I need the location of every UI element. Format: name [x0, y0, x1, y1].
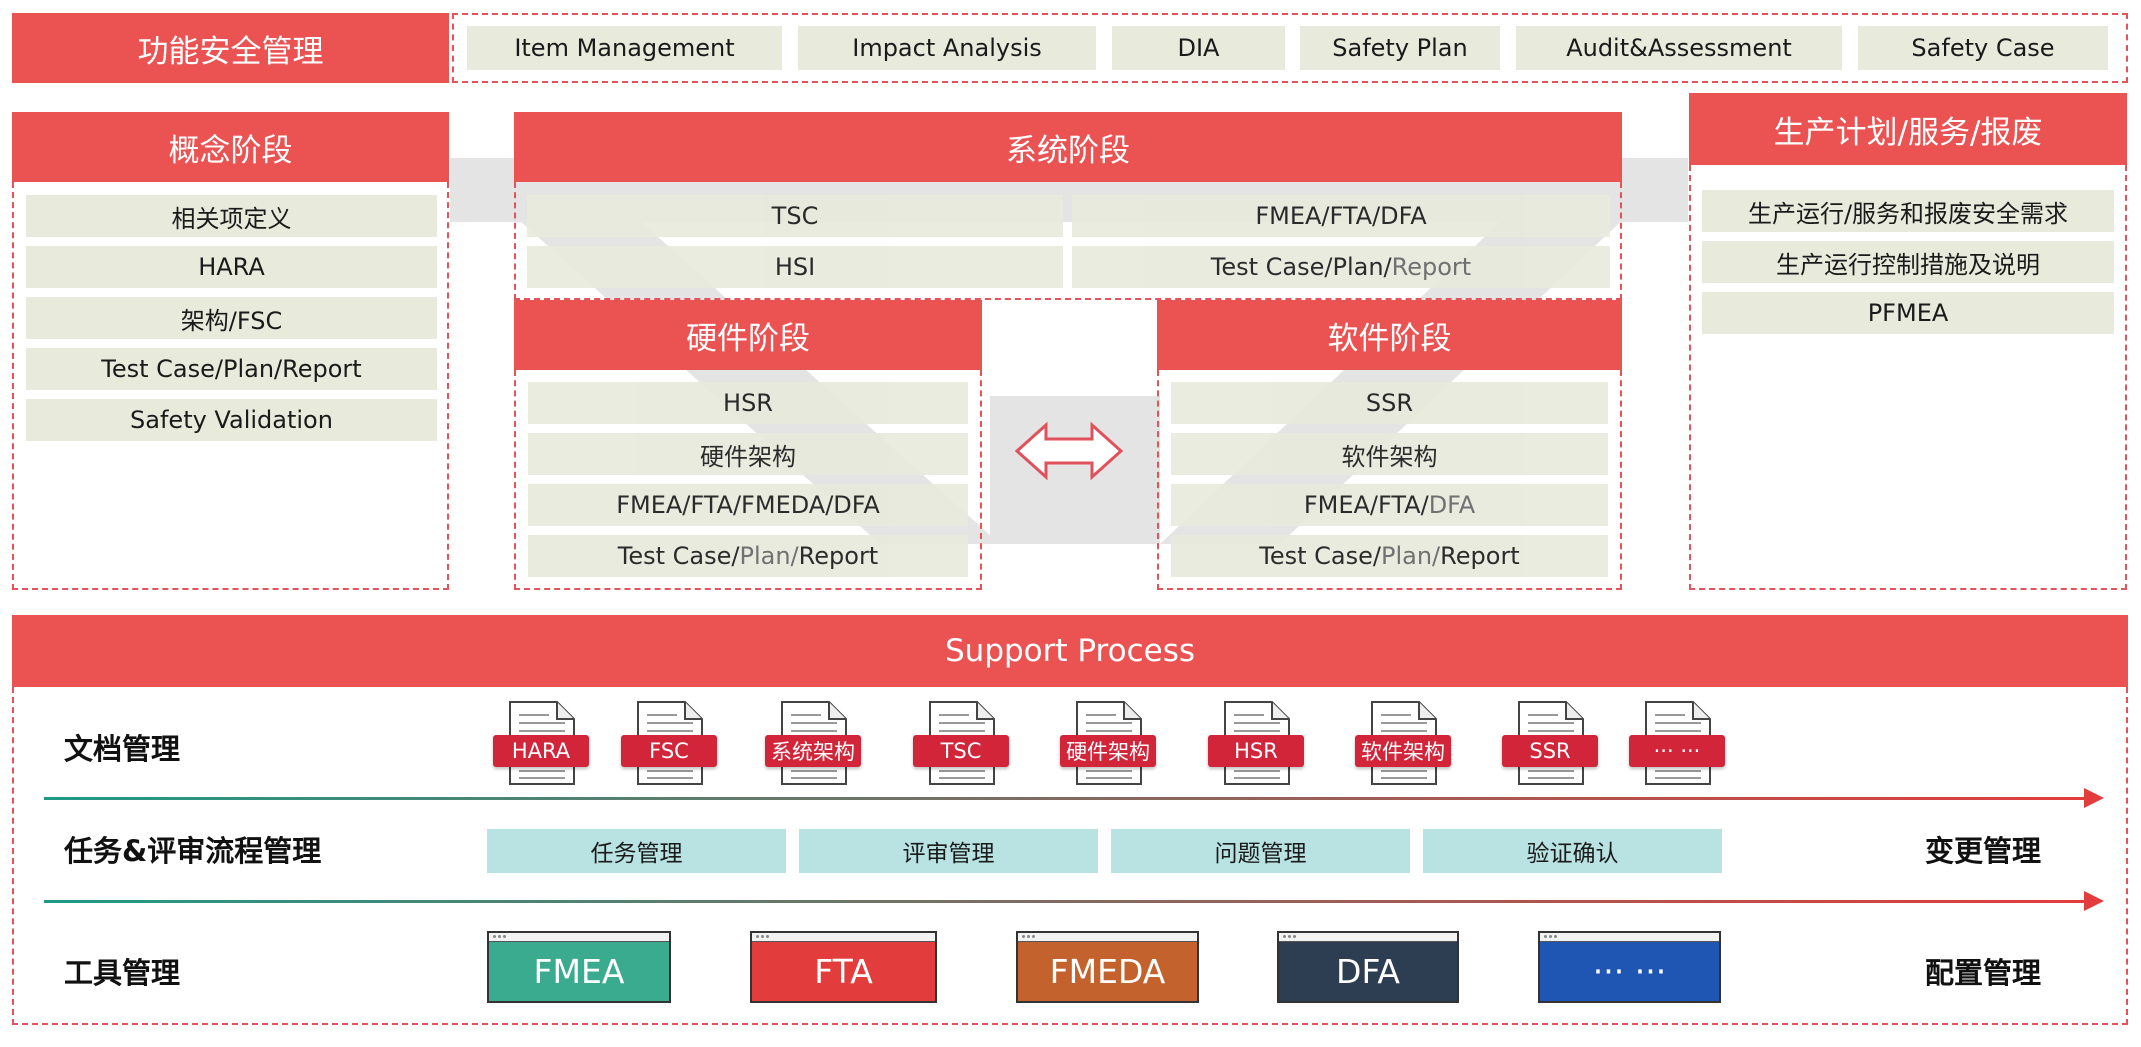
production-item[interactable]: 生产运行/服务和报废安全需求	[1702, 190, 2114, 232]
system-item-test[interactable]: Test Case/Plan/Report	[1072, 246, 1610, 288]
hardware-item-test[interactable]: Test Case/Plan/Report	[528, 535, 968, 577]
hardware-test-a: Test Case/	[617, 542, 740, 570]
concept-item[interactable]: 架构/FSC	[26, 297, 437, 339]
review-management-chip[interactable]: 评审管理	[799, 829, 1098, 873]
document-label: 系统架构	[765, 735, 861, 767]
document-label: 软件架构	[1355, 735, 1451, 767]
document-icon[interactable]: ··· ···	[1629, 699, 1737, 791]
row-label-document-management: 文档管理	[64, 732, 181, 766]
software-item-fmea[interactable]: FMEA/FTA/DFA	[1171, 484, 1608, 526]
software-item-test[interactable]: Test Case/Plan/Report	[1171, 535, 1608, 577]
task-management-chip[interactable]: 任务管理	[487, 829, 786, 873]
system-item-tsc[interactable]: TSC	[527, 195, 1063, 237]
tool-label: FMEA	[533, 951, 625, 991]
hardware-phase-panel	[514, 370, 982, 590]
tool-window[interactable]: ··· ···	[1538, 931, 1721, 1003]
software-phase-list: SSR 软件架构 FMEA/FTA/DFA Test Case/Plan/Rep…	[1171, 382, 1608, 577]
software-phase-title: 软件阶段	[1157, 300, 1622, 370]
production-phase-title: 生产计划/服务/报废	[1689, 93, 2127, 165]
issue-management-chip[interactable]: 问题管理	[1111, 829, 1410, 873]
nav-impact-analysis[interactable]: Impact Analysis	[798, 26, 1096, 70]
document-label: 硬件架构	[1060, 735, 1156, 767]
concept-item[interactable]: Safety Validation	[26, 399, 437, 441]
system-item-fmea[interactable]: FMEA/FTA/DFA	[1072, 195, 1610, 237]
document-icon[interactable]: HSR	[1208, 699, 1316, 791]
window-titlebar	[489, 933, 669, 942]
hardware-item[interactable]: HSR	[528, 382, 968, 424]
tool-window[interactable]: FTA	[750, 931, 937, 1003]
concept-phase-title: 概念阶段	[12, 112, 449, 182]
document-icon[interactable]: HARA	[493, 699, 601, 791]
window-titlebar	[1018, 933, 1197, 942]
nav-safety-plan[interactable]: Safety Plan	[1300, 26, 1500, 70]
nav-safety-case[interactable]: Safety Case	[1858, 26, 2108, 70]
row-label-tool-management: 工具管理	[64, 956, 181, 990]
hardware-item[interactable]: 硬件架构	[528, 433, 968, 475]
document-label: FSC	[621, 735, 717, 767]
window-titlebar	[1279, 933, 1457, 942]
production-phase-panel	[1689, 165, 2127, 590]
concept-phase-panel	[12, 182, 449, 590]
tool-label: ··· ···	[1592, 951, 1667, 991]
software-test-c: Report	[1440, 542, 1520, 570]
document-icon[interactable]: SSR	[1502, 699, 1610, 791]
document-icon[interactable]: 系统架构	[765, 699, 873, 791]
production-phase-list: 生产运行/服务和报废安全需求 生产运行控制措施及说明 PFMEA	[1702, 190, 2114, 334]
nav-audit-assessment[interactable]: Audit&Assessment	[1516, 26, 1842, 70]
software-test-b: Plan/	[1381, 542, 1441, 570]
system-item-hsi[interactable]: HSI	[527, 246, 1063, 288]
document-label: HARA	[493, 735, 589, 767]
document-label: TSC	[913, 735, 1009, 767]
hardware-phase-title: 硬件阶段	[514, 300, 982, 370]
hardware-item[interactable]: FMEA/FTA/FMEDA/DFA	[528, 484, 968, 526]
verification-validation-chip[interactable]: 验证确认	[1423, 829, 1722, 873]
system-phase-panel	[514, 182, 1622, 300]
system-test-report-label: Report	[1391, 253, 1472, 281]
document-icon[interactable]: 硬件架构	[1060, 699, 1168, 791]
software-item[interactable]: SSR	[1171, 382, 1608, 424]
document-icon[interactable]: TSC	[913, 699, 1021, 791]
hardware-test-b: Plan/	[739, 542, 799, 570]
support-process-title: Support Process	[12, 615, 2128, 687]
tool-window[interactable]: FMEA	[487, 931, 671, 1003]
concept-item[interactable]: HARA	[26, 246, 437, 288]
concept-phase-list: 相关项定义 HARA 架构/FSC Test Case/Plan/Report …	[26, 195, 437, 441]
configuration-management-label: 配置管理	[1925, 956, 2042, 990]
hardware-phase-list: HSR 硬件架构 FMEA/FTA/FMEDA/DFA Test Case/Pl…	[528, 382, 968, 577]
tool-window[interactable]: FMEDA	[1016, 931, 1199, 1003]
software-fmea-label: FMEA/FTA/	[1303, 491, 1429, 519]
concept-item[interactable]: 相关项定义	[26, 195, 437, 237]
document-label: SSR	[1502, 735, 1598, 767]
tool-window[interactable]: DFA	[1277, 931, 1459, 1003]
window-titlebar	[752, 933, 935, 942]
row-label-task-review-management: 任务&评审流程管理	[64, 834, 322, 868]
tool-label: FMEDA	[1049, 951, 1166, 991]
hardware-test-c: Report	[798, 542, 879, 570]
system-test-label: Test Case/Plan/	[1210, 253, 1392, 281]
production-item[interactable]: PFMEA	[1702, 292, 2114, 334]
concept-item[interactable]: Test Case/Plan/Report	[26, 348, 437, 390]
software-phase-panel	[1157, 370, 1622, 590]
double-arrow-icon	[1014, 421, 1124, 481]
document-label: HSR	[1208, 735, 1304, 767]
document-icon[interactable]: FSC	[621, 699, 729, 791]
support-process-panel	[12, 687, 2128, 1025]
nav-dia[interactable]: DIA	[1112, 26, 1285, 70]
change-management-label: 变更管理	[1925, 834, 2042, 868]
window-titlebar	[1540, 933, 1719, 942]
tool-label: FTA	[814, 951, 873, 991]
software-item[interactable]: 软件架构	[1171, 433, 1608, 475]
document-label: ··· ···	[1629, 735, 1725, 767]
software-fmea-dfa-label: DFA	[1428, 491, 1476, 519]
system-phase-title: 系统阶段	[514, 112, 1622, 182]
functional-safety-management-title: 功能安全管理	[12, 13, 449, 83]
tool-label: DFA	[1336, 951, 1400, 991]
document-icon[interactable]: 软件架构	[1355, 699, 1463, 791]
management-nav-bar	[452, 13, 2128, 83]
nav-item-management[interactable]: Item Management	[467, 26, 782, 70]
production-item[interactable]: 生产运行控制措施及说明	[1702, 241, 2114, 283]
software-test-a: Test Case/	[1259, 542, 1381, 570]
